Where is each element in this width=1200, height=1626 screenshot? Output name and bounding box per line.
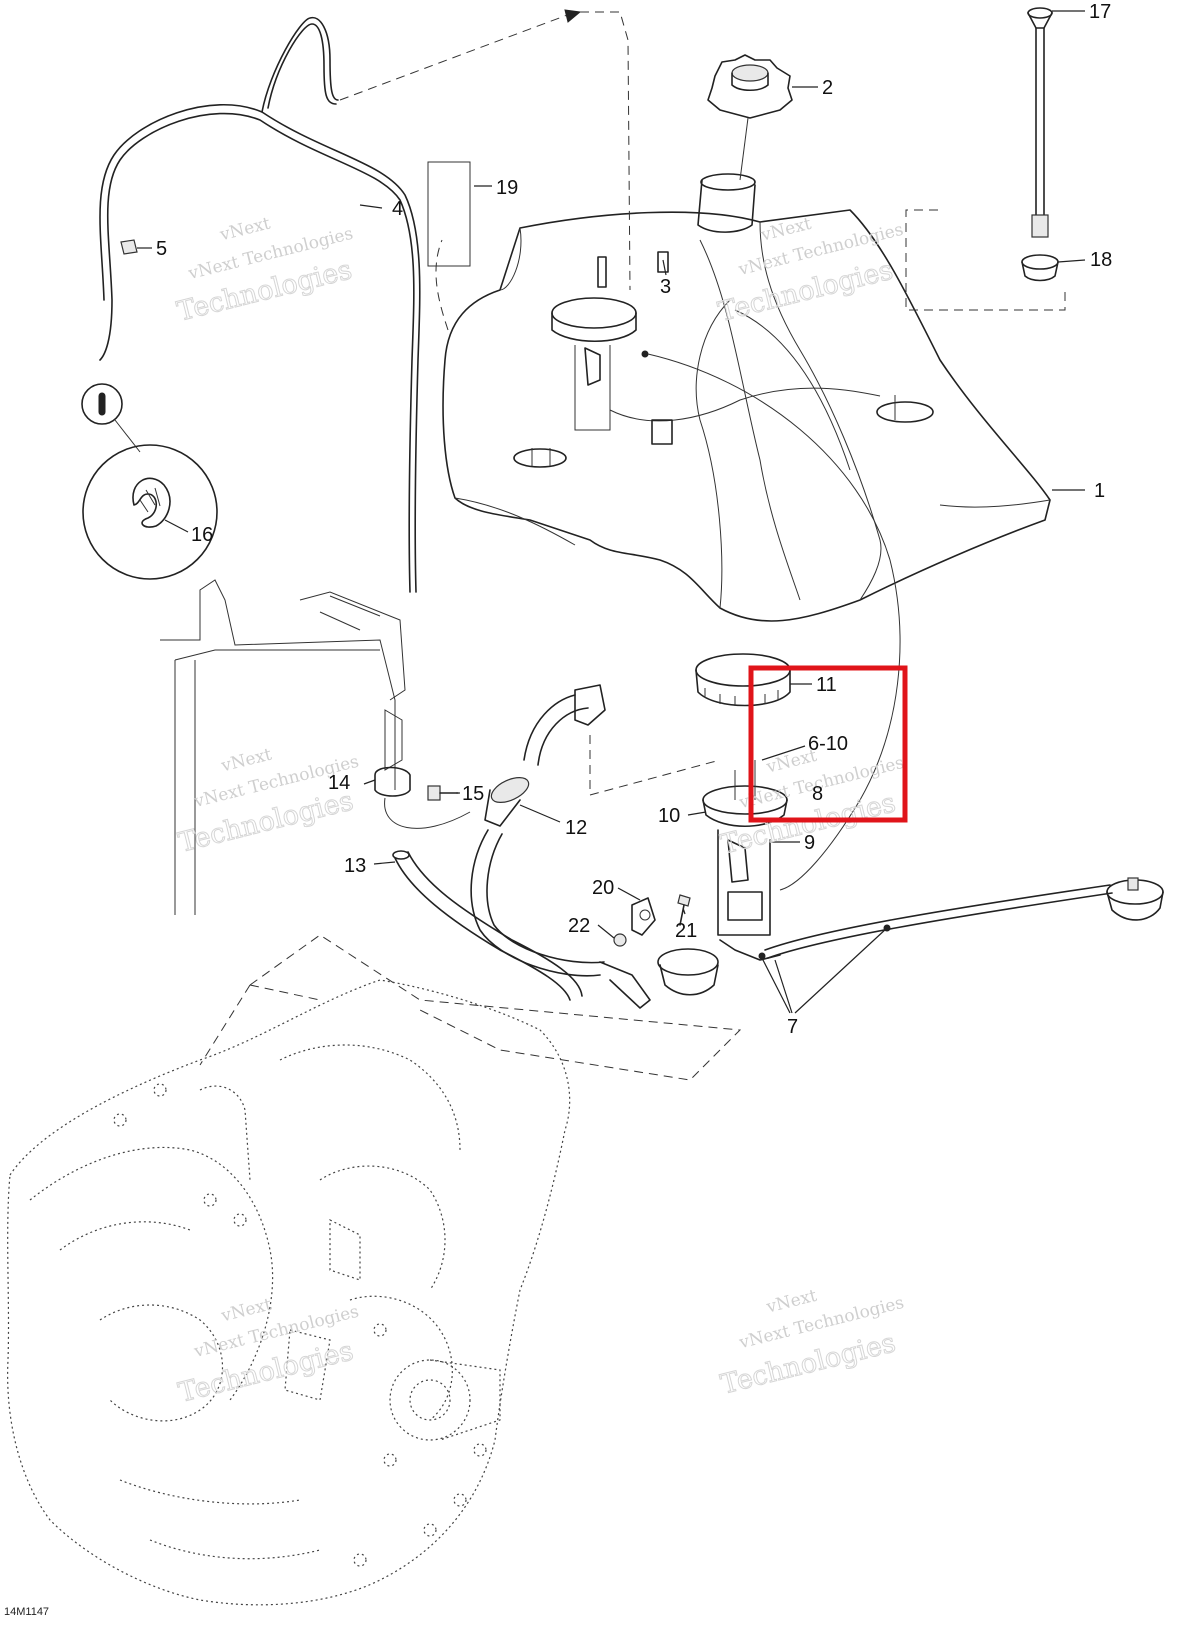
watermark-line1: vNext [218,745,273,777]
callout-16: 16 [191,524,213,546]
callout-7: 7 [787,1016,798,1038]
detail-16-callout [81,383,218,580]
callout-12: 12 [565,817,587,839]
watermark-line1: vNext [758,214,813,246]
callout-1: 1 [1094,480,1105,502]
callout-17: 17 [1089,1,1111,23]
callout-15: 15 [462,783,484,805]
fuel-cap [707,54,793,181]
callout-10: 10 [658,805,680,827]
highlight-box [748,665,908,823]
callout-9: 9 [804,832,815,854]
callout-2: 2 [822,77,833,99]
part-19-sleeve [427,161,471,267]
callout-8: 8 [812,783,823,805]
callout-11: 11 [816,674,837,696]
watermark-top-right: vNext vNext Technologies Technologies [715,214,906,329]
watermark-line1: vNext [764,1286,819,1318]
callout-labels: 1 2 3 4 5 6-10 7 8 9 10 11 12 13 14 15 1… [156,1,1112,1038]
dipstick [905,7,1066,311]
callout-14: 14 [328,772,350,794]
callout-4: 4 [392,198,403,220]
screw-15 [427,785,459,801]
watermark-top-left: vNext vNext Technologies Technologies [174,213,356,328]
callout-20: 20 [592,877,614,899]
fuel-pump-module [657,653,1164,996]
watermark-bottom-right: vNext vNext Technologies Technologies [717,1286,906,1401]
clip-20 [631,897,656,936]
callout-5: 5 [156,238,167,260]
vehicle-frame-phantom [160,579,406,915]
clamp-14 [374,766,471,829]
callout-13: 13 [344,855,366,877]
callout-6-10: 6-10 [808,733,848,755]
screw-21 [677,894,691,926]
engine-assembly-phantom [7,934,742,1606]
callout-22: 22 [568,915,590,937]
hose-13 [392,850,583,1001]
watermark-bottom-left: vNext vNext Technologies Technologies [175,1295,361,1410]
vent-hose [99,9,631,593]
callout-21: 21 [675,920,697,942]
fuel-line-assembly [470,684,721,1009]
drawing-code: 14M1147 [4,1606,49,1618]
leader-lines [137,10,1086,1014]
watermark-line1: vNext [217,213,272,245]
callout-3: 3 [660,276,671,298]
fuel-tank [442,173,1051,891]
callout-18: 18 [1090,249,1112,271]
watermark-line1: vNext [218,1295,273,1327]
nut-22 [613,933,627,947]
callout-19: 19 [496,177,518,199]
clip-5 [120,239,138,255]
